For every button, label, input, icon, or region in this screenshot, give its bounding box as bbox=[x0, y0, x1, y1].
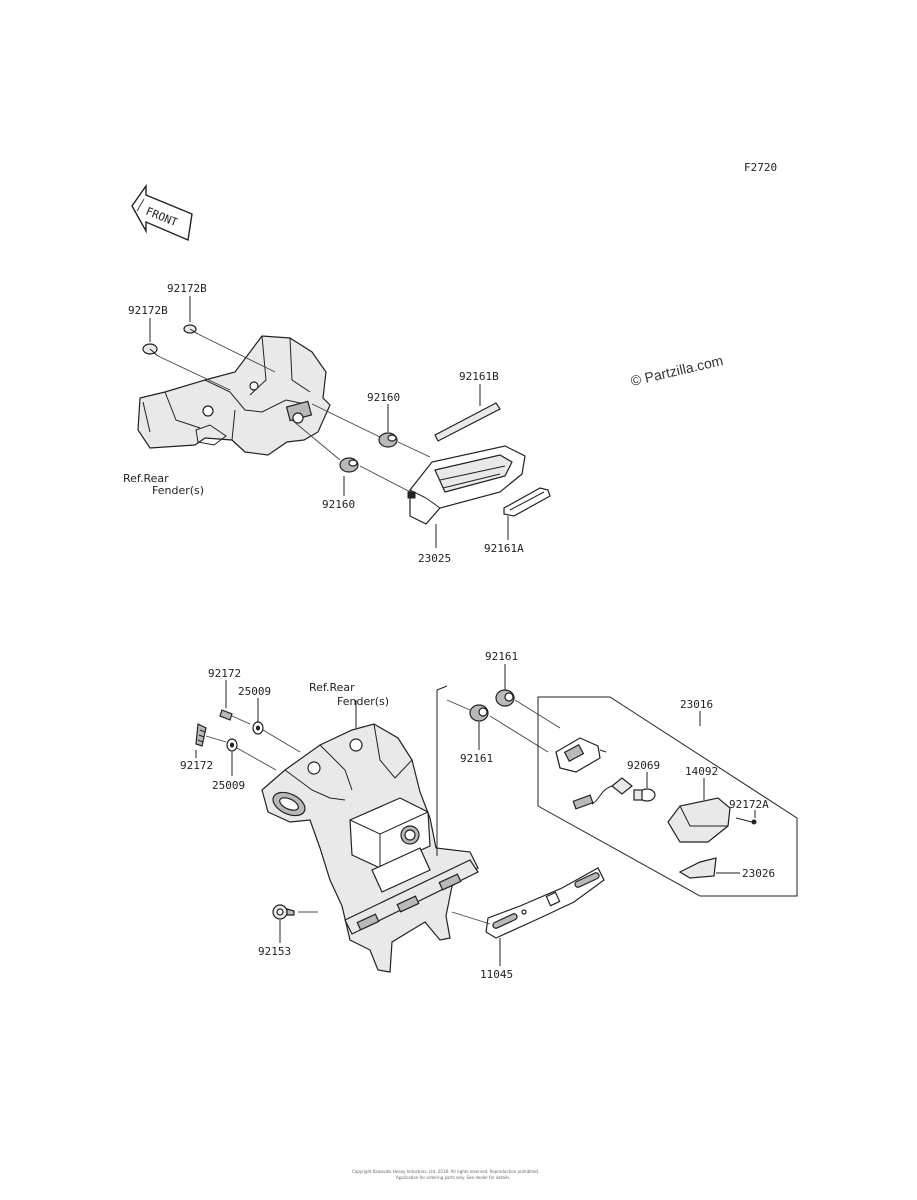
watermark: © Partzilla.com bbox=[629, 352, 725, 389]
label-92172b-b: 92172B bbox=[128, 304, 168, 317]
front-arrow-icon: FRONT bbox=[131, 183, 193, 241]
grommet-92160-lower bbox=[339, 457, 359, 473]
label-23026: 23026 bbox=[742, 867, 775, 880]
label-92069: 92069 bbox=[627, 759, 660, 772]
screw-92172b-right bbox=[183, 324, 199, 335]
lower-assembly: 92172 25009 Ref.Rear Fender(s) 92161 230… bbox=[180, 650, 798, 981]
cover-23026 bbox=[678, 857, 717, 879]
label-23025: 23025 bbox=[418, 552, 451, 565]
label-ref-rear-2-line2: Fender(s) bbox=[337, 695, 389, 708]
label-ref-rear-1-line2: Fender(s) bbox=[152, 484, 204, 497]
screw-92172-lower bbox=[195, 723, 207, 747]
license-lamp-housing bbox=[555, 737, 607, 773]
label-ref-rear-1-line1: Ref.Rear bbox=[123, 472, 169, 485]
footer-line2: Application for ordering parts only. See… bbox=[396, 1175, 511, 1180]
label-14092: 14092 bbox=[685, 765, 718, 778]
label-92161b: 92161B bbox=[459, 370, 499, 383]
lamp-socket-wire bbox=[572, 777, 633, 810]
label-25009-b: 25009 bbox=[212, 779, 245, 792]
label-92172-b: 92172 bbox=[180, 759, 213, 772]
label-11045: 11045 bbox=[480, 968, 513, 981]
label-92160-b: 92160 bbox=[322, 498, 355, 511]
rear-fender-bracket-upper bbox=[137, 335, 331, 456]
label-92161a: 92161A bbox=[484, 542, 524, 555]
label-92172a: 92172A bbox=[729, 798, 769, 811]
seal-strip-92161a bbox=[503, 487, 551, 517]
label-25009-a: 25009 bbox=[238, 685, 271, 698]
grommet-92161-upper bbox=[495, 689, 515, 707]
screw-92172-upper bbox=[219, 709, 233, 721]
figure-id: F2720 bbox=[744, 161, 777, 174]
washer-25009-lower bbox=[226, 738, 238, 752]
lens-14092 bbox=[667, 797, 731, 843]
bolt-92153 bbox=[272, 904, 295, 920]
bulb-92069 bbox=[633, 788, 656, 802]
seal-strip-92161b bbox=[434, 402, 501, 442]
label-92161-a: 92161 bbox=[485, 650, 518, 663]
grommet-92160-upper bbox=[378, 432, 398, 448]
screw-92172a bbox=[735, 817, 757, 825]
label-92172b-a: 92172B bbox=[167, 282, 207, 295]
label-92153: 92153 bbox=[258, 945, 291, 958]
footer-line1: Copyright Kawasaki Heavy Industries, Ltd… bbox=[352, 1169, 539, 1174]
washer-25009-upper bbox=[252, 721, 264, 735]
grommet-92161-lower bbox=[469, 704, 489, 722]
rear-fender-bracket-lower bbox=[261, 723, 479, 973]
license-bracket-11045 bbox=[485, 867, 605, 939]
tail-lamp-23025 bbox=[407, 445, 526, 525]
label-92160-a: 92160 bbox=[367, 391, 400, 404]
upper-assembly: 92172B 92172B 92161B 92160 Ref.Rear Fend… bbox=[123, 282, 551, 565]
label-ref-rear-2-line1: Ref.Rear bbox=[309, 681, 355, 694]
screw-92172b-left bbox=[142, 343, 159, 357]
label-92172-a: 92172 bbox=[208, 667, 241, 680]
label-23016: 23016 bbox=[680, 698, 713, 711]
label-92161-b: 92161 bbox=[460, 752, 493, 765]
